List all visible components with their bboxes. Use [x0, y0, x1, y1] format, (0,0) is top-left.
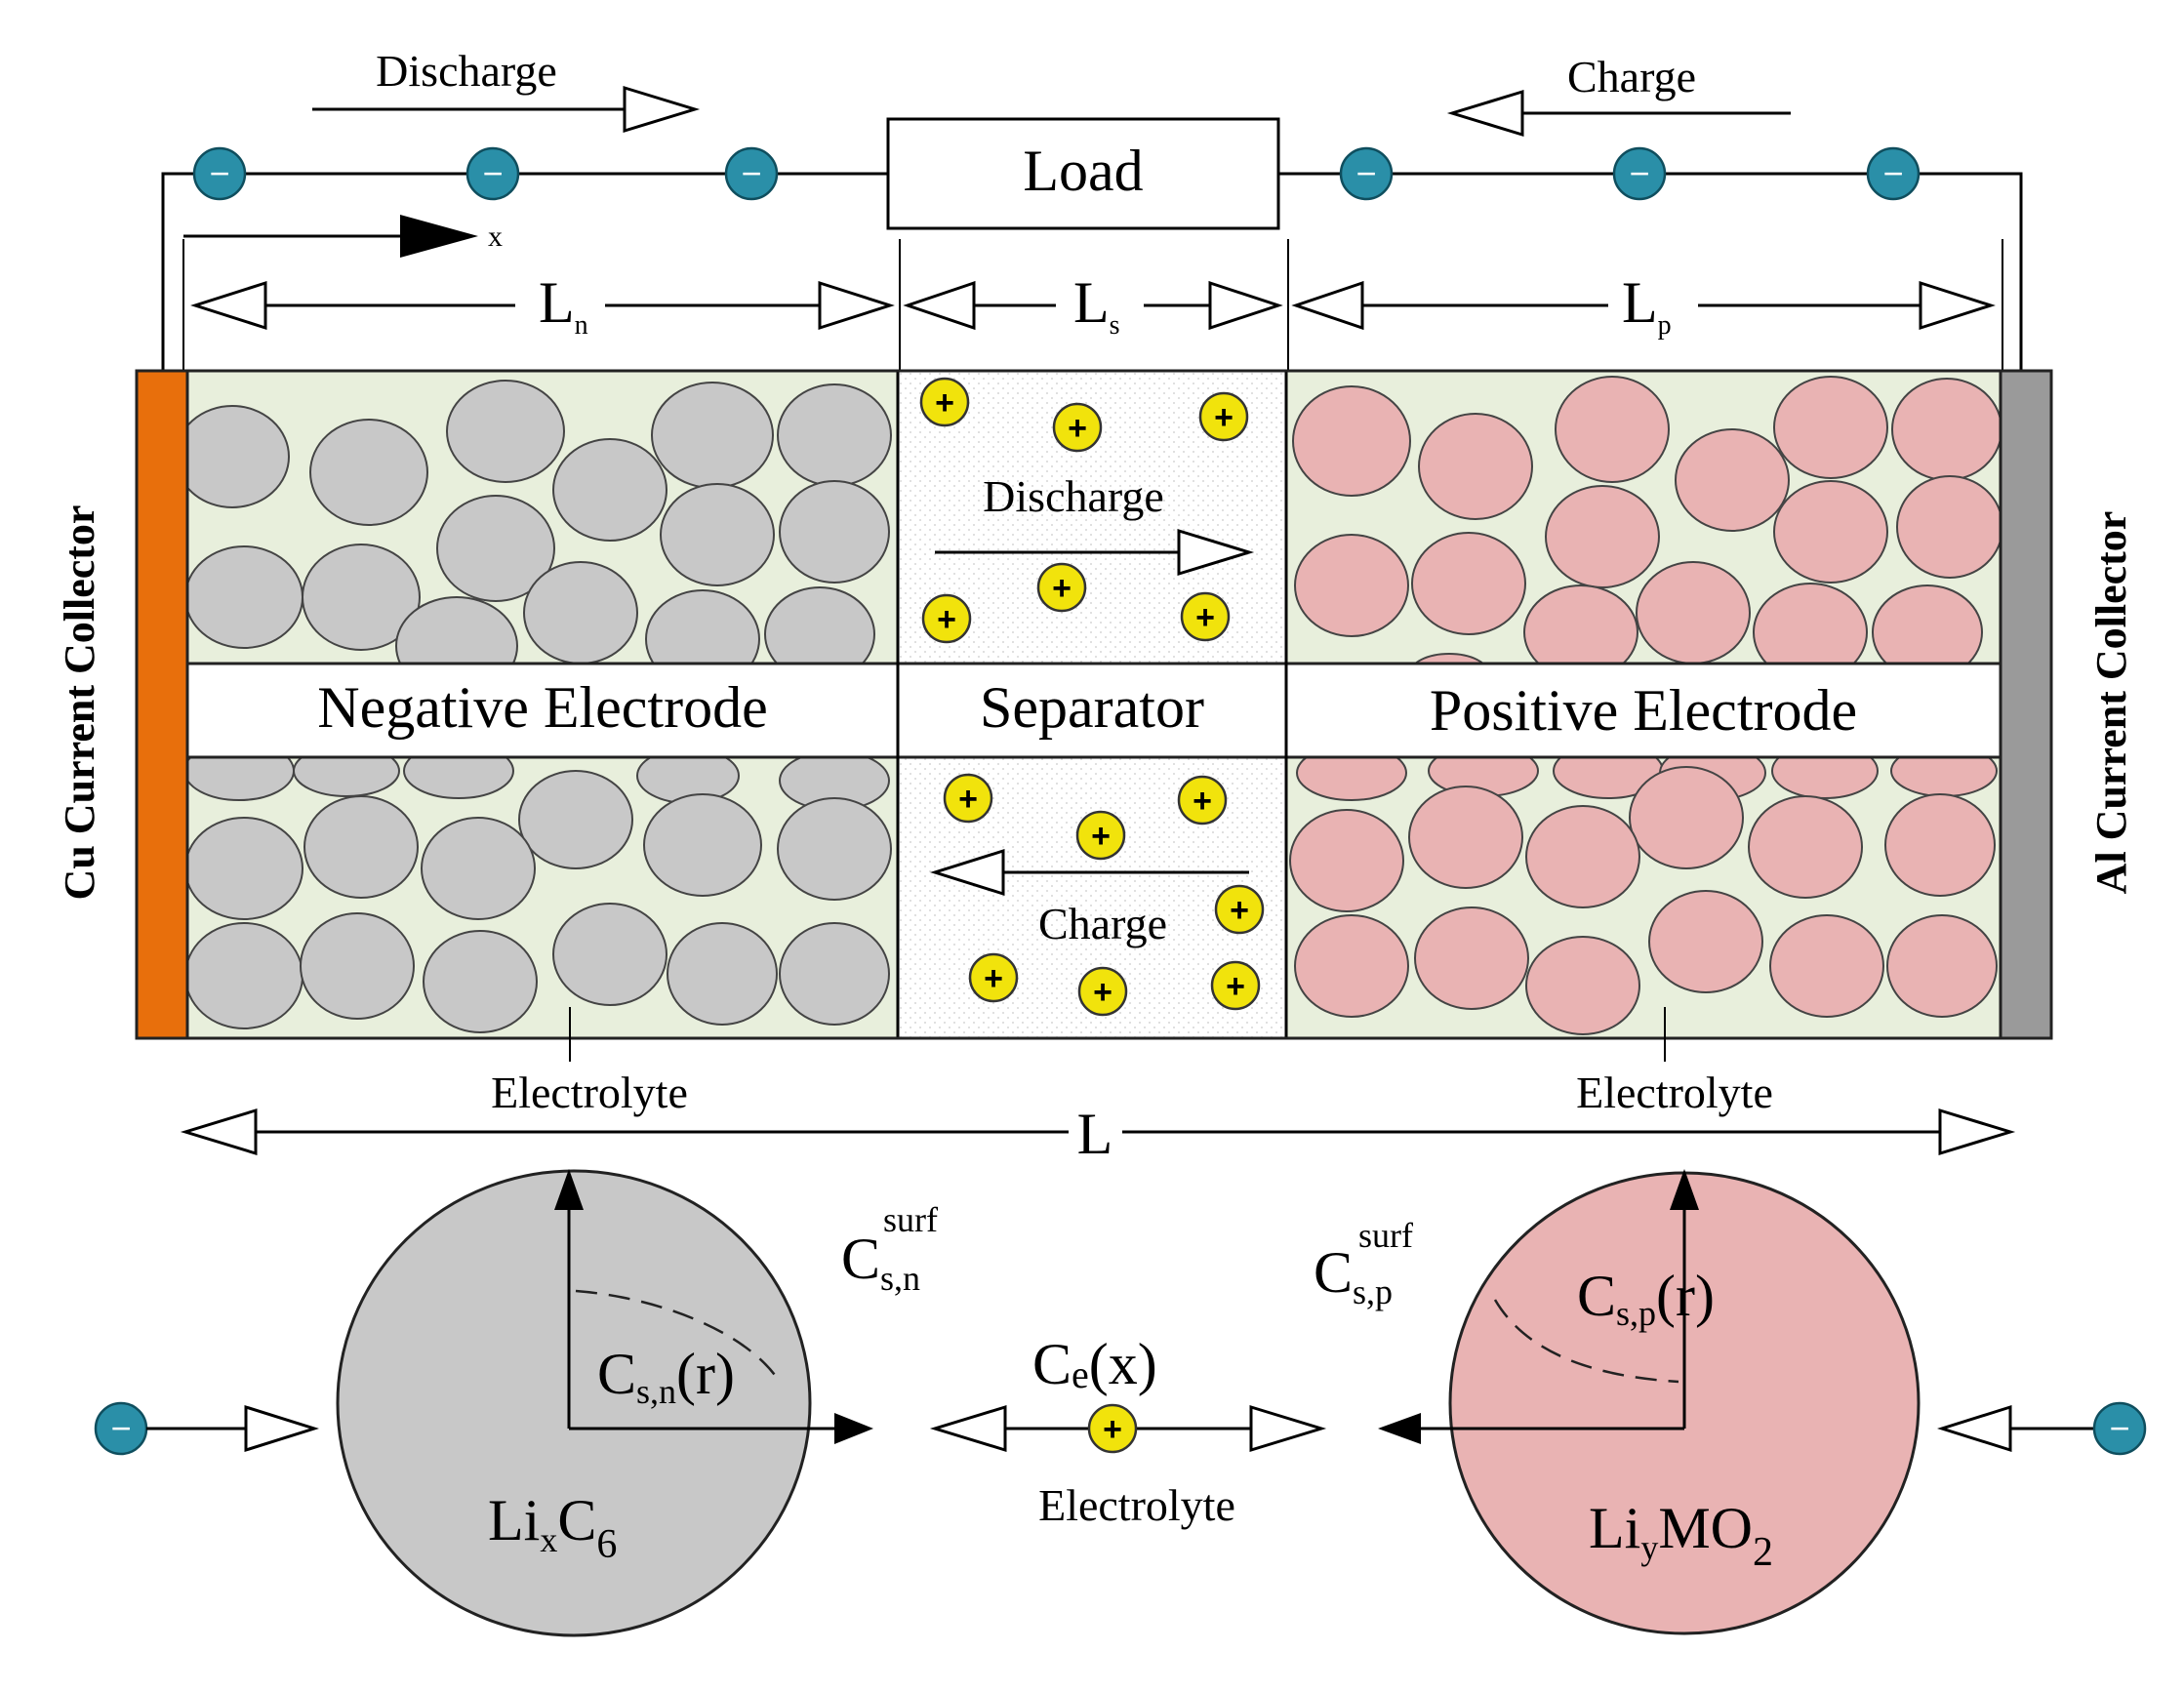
al-collector-label: Al Current Collector: [2087, 511, 2135, 895]
svg-text:+: +: [984, 960, 1003, 997]
ion-icon: +: [1077, 966, 1128, 1017]
svg-text:−: −: [1355, 153, 1376, 193]
svg-text:+: +: [1214, 399, 1234, 436]
total-length-label: L: [1077, 1102, 1113, 1166]
ion-icon: +: [1052, 402, 1103, 453]
separator-charge-label: Charge: [1038, 899, 1167, 948]
lixc6-label: LixC6: [488, 1488, 617, 1567]
svg-text:−: −: [209, 153, 229, 193]
cs-n-surf-label: Cs,n: [841, 1227, 920, 1298]
svg-text:+: +: [1052, 570, 1072, 607]
total-length-dimension: L: [180, 1102, 2016, 1166]
ion-icon: +: [1036, 562, 1087, 613]
external-circuit: Load Discharge Charge − − − − − −: [161, 46, 2023, 371]
cs-p-surf-label: Cs,p: [1314, 1240, 1393, 1311]
ln-label: Ln: [539, 270, 588, 341]
ion-icon: +: [1198, 391, 1249, 442]
liymo2-label: LiyMO2: [1589, 1496, 1773, 1575]
positive-particles-lower: [1289, 743, 1998, 1035]
electron-icon: −: [1339, 146, 1394, 201]
electrolyte-right-label: Electrolyte: [1576, 1068, 1773, 1117]
ion-icon: +: [1210, 960, 1261, 1011]
svg-text:+: +: [1226, 968, 1245, 1005]
discharge-label-top: Discharge: [376, 46, 557, 96]
svg-text:+: +: [1068, 410, 1087, 447]
svg-text:−: −: [110, 1408, 131, 1448]
ion-icon: +: [921, 593, 972, 644]
discharge-arrow-head: [623, 85, 701, 134]
ce-x-label: Ce(x): [1032, 1332, 1157, 1396]
electron-icon: −: [192, 146, 247, 201]
cs-p-surf-superscript: surf: [1358, 1216, 1413, 1255]
ion-icon: +: [1214, 884, 1265, 935]
svg-text:+: +: [1195, 599, 1215, 636]
ls-label: Ls: [1073, 270, 1120, 341]
charge-arrow-head: [1446, 89, 1524, 138]
svg-text:−: −: [2109, 1408, 2129, 1448]
electron-icon: −: [2092, 1401, 2147, 1456]
cu-collector-label: Cu Current Collector: [56, 505, 103, 901]
electron-icon: −: [94, 1401, 148, 1456]
negative-electrode-label: Negative Electrode: [317, 675, 767, 740]
separator-discharge-label: Discharge: [983, 471, 1164, 521]
cs-n-r-label: Cs,n(r): [597, 1342, 735, 1411]
electron-icon: −: [1866, 146, 1921, 201]
electrolyte-model: + Ce(x) Electrolyte: [929, 1332, 1327, 1530]
electron-icon: −: [1612, 146, 1667, 201]
svg-text:−: −: [1882, 153, 1903, 193]
svg-text:+: +: [1091, 818, 1111, 855]
separator-label: Separator: [980, 675, 1204, 740]
svg-text:+: +: [1193, 783, 1212, 820]
electrolyte-model-label: Electrolyte: [1038, 1480, 1235, 1530]
x-axis-arrow: x: [183, 215, 503, 258]
positive-electrode-label: Positive Electrode: [1430, 678, 1857, 743]
svg-text:+: +: [958, 781, 978, 818]
svg-text:−: −: [741, 153, 761, 193]
ion-icon: +: [968, 952, 1019, 1003]
negative-particle-model: Cs,n(r) LixC6: [336, 1169, 873, 1637]
svg-text:−: −: [482, 153, 503, 193]
electron-icon: −: [724, 146, 779, 201]
positive-particles-upper: [1292, 376, 2003, 694]
cu-current-collector: [135, 369, 189, 1040]
svg-text:+: +: [935, 384, 954, 422]
cell-body: Negative Electrode Separator Positive El…: [135, 369, 2053, 1040]
ion-icon: +: [943, 773, 993, 824]
ion-icon: +: [1177, 775, 1228, 826]
x-axis-label: x: [488, 221, 503, 253]
ion-icon: +: [1087, 1403, 1138, 1454]
charge-label-top: Charge: [1567, 52, 1696, 101]
load-label: Load: [1023, 139, 1143, 203]
electrolyte-left-label: Electrolyte: [491, 1068, 688, 1117]
ion-icon: +: [919, 377, 970, 427]
negative-particles-lower: [183, 741, 892, 1033]
label-band: [185, 662, 2002, 759]
ion-icon: +: [1075, 810, 1126, 861]
positive-particle-model: Cs,p(r) LiyMO2: [1378, 1169, 1921, 1635]
svg-text:+: +: [937, 601, 956, 638]
cs-n-surf-superscript: surf: [883, 1200, 938, 1239]
cs-p-r-label: Cs,p(r): [1577, 1264, 1715, 1333]
ion-icon: +: [1180, 591, 1231, 642]
svg-text:+: +: [1103, 1411, 1122, 1448]
electron-icon: −: [465, 146, 520, 201]
svg-text:+: +: [1230, 892, 1249, 929]
lp-label: Lp: [1622, 270, 1672, 341]
al-current-collector: [1999, 369, 2053, 1040]
svg-text:−: −: [1629, 153, 1649, 193]
region-dimensions: Ln Ls Lp: [182, 239, 2003, 371]
load-box: [886, 117, 1280, 230]
svg-text:+: +: [1093, 974, 1112, 1011]
